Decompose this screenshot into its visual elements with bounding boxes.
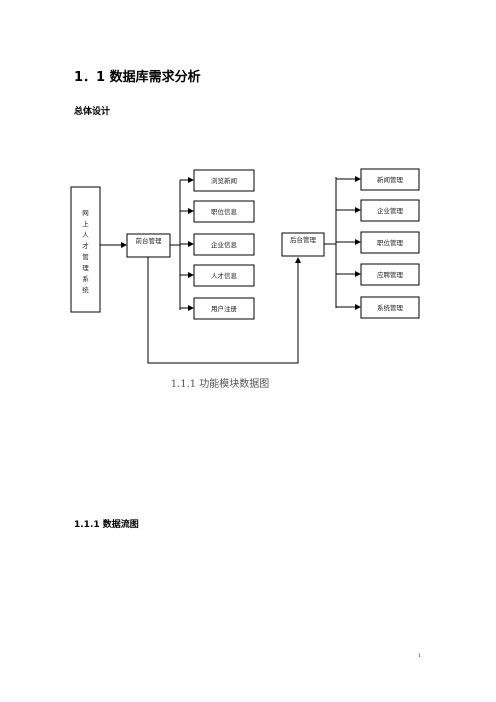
backend-item-box <box>360 168 420 191</box>
root-char: 网 <box>82 209 89 217</box>
figure-caption: 1.1.1 功能模块数据图 <box>170 379 270 390</box>
frontend-item-box <box>193 200 255 223</box>
backend-item-box <box>360 199 420 222</box>
backend-item-label: 新闻管理 <box>377 175 404 184</box>
backend-item-box <box>360 263 420 286</box>
root-char: 理 <box>82 264 89 272</box>
frontend-label: 前台管理 <box>136 236 163 245</box>
root-box <box>70 186 101 313</box>
root-char: 上 <box>82 219 89 228</box>
root-char: 统 <box>82 285 89 294</box>
backend-item-label: 系统管理 <box>377 303 404 312</box>
root-char: 管 <box>82 252 89 261</box>
root-char: 才 <box>82 241 89 250</box>
frontend-item-label: 用户注册 <box>211 304 238 313</box>
backend-label: 后台管理 <box>290 235 317 244</box>
backend-item-label: 职位管理 <box>377 238 404 247</box>
backend-item-label: 应聘管理 <box>377 270 404 279</box>
root-char: 人 <box>82 231 89 239</box>
backend-item-label: 企业管理 <box>377 206 404 215</box>
page-number: 1 <box>418 653 422 659</box>
frontend-item-label: 人才信息 <box>211 271 238 280</box>
frontend-item-box <box>193 233 255 256</box>
backend-item-box <box>360 231 420 254</box>
frontend-item-box <box>193 297 255 320</box>
frontend-item-box <box>193 264 255 287</box>
frontend-item-label: 职位信息 <box>211 207 238 216</box>
backend-item-box <box>360 296 420 319</box>
frontend-item-label: 企业信息 <box>211 240 238 249</box>
root-char: 系 <box>82 274 89 283</box>
frontend-item-box <box>193 169 255 192</box>
dataflow-heading: 1.1.1 数据流图 <box>74 520 139 530</box>
section-heading: 1．1 数据库需求分析 <box>74 70 201 85</box>
subsection-heading: 总体设计 <box>74 107 111 117</box>
frontend-item-label: 浏览新闻 <box>211 176 237 185</box>
